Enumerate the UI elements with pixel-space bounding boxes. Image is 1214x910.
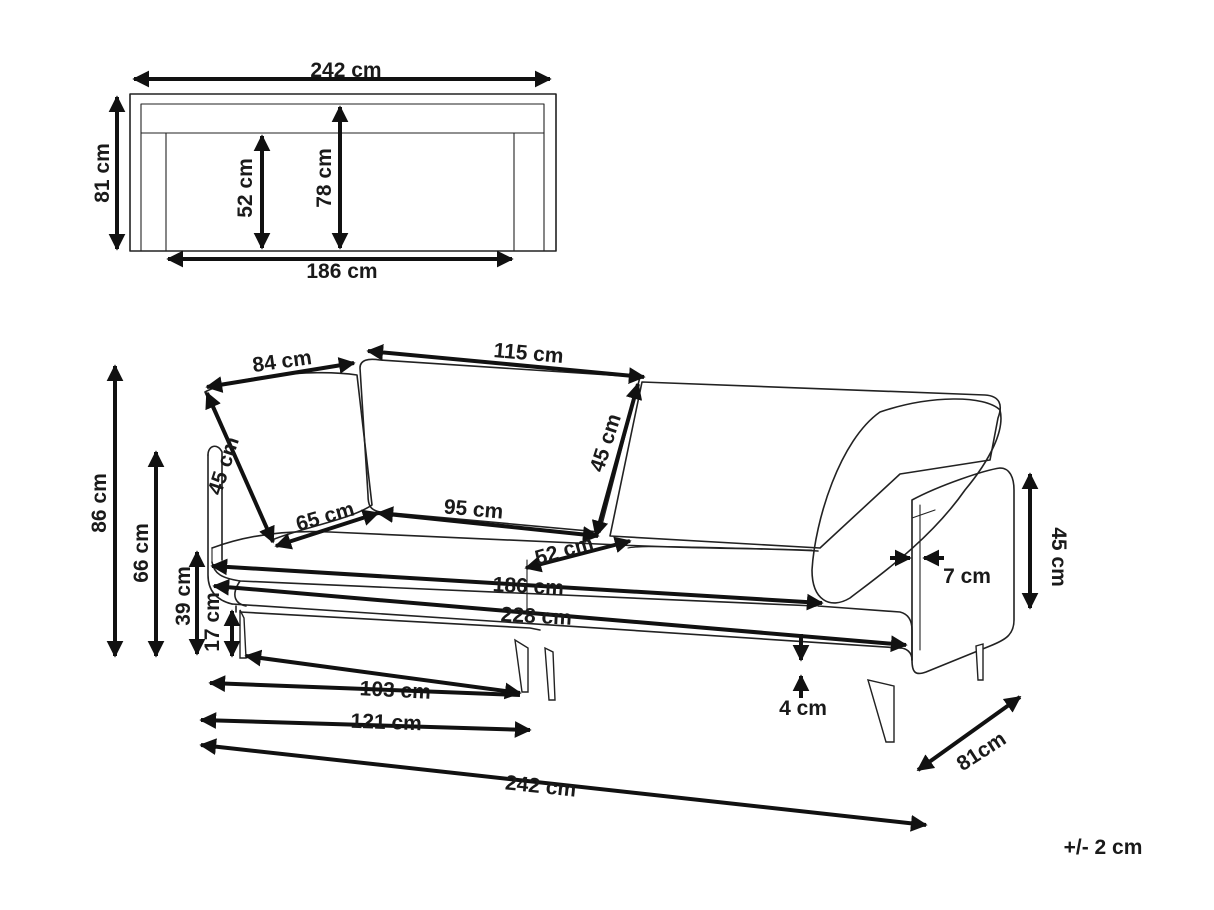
half-width-arrow [199, 712, 532, 738]
back-cushion-width-arrow [205, 357, 356, 393]
half-width-arrow-top [208, 675, 521, 697]
top-seat-width-label: 186 cm [306, 260, 377, 283]
seat-cushion-width-arrow [376, 506, 600, 543]
seat-height-label: 39 cm [172, 566, 195, 626]
overall-depth-label: 81cm [953, 727, 1011, 776]
seat-depth-left-arrow [274, 509, 380, 550]
top-view: 242 cm 81 cm 52 cm 78 cm 186 cm [91, 59, 557, 283]
arm-width-label: 7 cm [943, 565, 991, 588]
top-width-label: 242 cm [310, 59, 381, 82]
seat-width-label: 186 cm [492, 573, 564, 600]
base-thickness-label: 4 cm [779, 697, 827, 720]
middle-cushion-width-arrow [366, 344, 646, 384]
overall-width-arrow [199, 738, 928, 832]
back-cushion-height-arrow [205, 391, 275, 544]
inner-width-label: 228 cm [500, 603, 572, 630]
overall-width-label: 242 cm [504, 771, 577, 801]
inner-width-arrow [212, 578, 908, 653]
arm-height-label: 66 cm [130, 523, 153, 583]
seat-cushion-depth-label: 52 cm [532, 531, 596, 570]
top-inner-depth-label: 78 cm [313, 148, 336, 208]
total-height-label: 86 cm [88, 473, 111, 533]
half-width-label: 121 cm [350, 710, 422, 735]
tolerance-note: +/- 2 cm [1064, 836, 1143, 859]
leg-height-label: 17 cm [201, 592, 224, 652]
leg-span-arrow [244, 649, 522, 700]
top-view-outline [129, 93, 557, 252]
seat-cushion-width-label: 95 cm [443, 495, 504, 523]
perspective-view: 86 cm 66 cm 39 cm 17 cm 84 cm 45 cm 115 … [88, 339, 1070, 832]
top-depth-label: 81 cm [91, 143, 114, 203]
overall-depth-arrow [916, 695, 1022, 772]
top-seat-depth-label: 52 cm [234, 158, 257, 218]
middle-cushion-height-arrow [591, 382, 643, 538]
arm-side-height-label: 45 cm [1047, 527, 1070, 587]
